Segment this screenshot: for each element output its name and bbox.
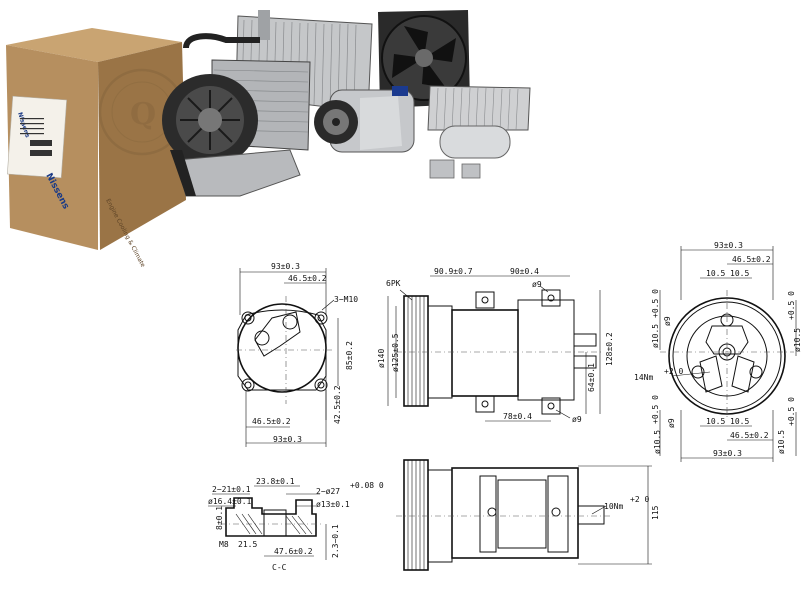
side-dim-bottom-span: 78±0.4 [503,412,532,421]
top-dim-height: 115 [651,505,660,520]
front-dim-bottom-half: 46.5±0.2 [730,431,769,440]
section-dim-top-a: 23.8±0.1 [256,477,295,486]
compressor-photo [314,86,415,153]
rear-dim-right-lower: 42.5±0.2 [333,385,342,424]
receiver-drier [429,125,511,179]
section-dim-thread-b: 21.5 [238,540,257,549]
section-dim-left-a: 2−21±0.1 [212,485,251,494]
nissens-box: Q Nissens Nissens Engine Cooling & Clima… [6,28,186,269]
section-view-drawing: 23.8±0.1 2−21±0.1 ø16.4±0.1 2−ø27 +0.08 … [208,477,384,572]
section-dim-left-b: ø16.4±0.1 [208,497,252,506]
rear-dim-right-height: 85±0.2 [345,341,354,370]
section-dim-right-b: ø13±0.1 [316,500,350,509]
front-dim-right-hole: ø10.5 [793,328,802,352]
heater-core [427,85,531,131]
section-dim-right-c: 2.3−0.1 [331,524,340,558]
top-dim-torque: 10Nm [604,502,623,511]
front-dim-bottom-pair-b: 10.5 [730,417,749,426]
product-photo: Q Nissens Nissens Engine Cooling & Clima… [6,10,531,269]
rear-view-drawing: 93±0.3 46.5±0.2 3−M10 85±0.2 42.5±0.2 46… [236,262,358,447]
front-dim-bottom-left-small: ø9 [667,418,676,428]
top-view-drawing: 10Nm +2 0 115 [396,459,660,571]
side-dim-dia-inner: ø125±0.5 [391,333,400,372]
rear-dim-thread: 3−M10 [334,295,358,304]
rear-dim-bottom-half: 46.5±0.2 [252,417,291,426]
section-dim-bottom: 47.6±0.2 [274,547,313,556]
svg-text:Q: Q [130,97,156,132]
front-dim-left-hole-small: ø9 [663,316,672,326]
side-dim-height-lower: 64±0.1 [587,363,596,392]
front-dim-bottom-left-hole: ø10.5 [653,430,662,454]
box-label [7,95,67,179]
side-dim-hole-top: ø9 [532,280,542,289]
front-dim-torque: 14Nm [634,373,653,382]
front-dim-left-hole: ø10.5 [651,324,660,348]
section-dim-left-c: 8±0.1 [215,506,224,530]
front-view-drawing: 93±0.3 46.5±0.2 10.5 10.5 ø10.5 +0.5 0 ø… [634,241,802,462]
front-dim-top-half: 46.5±0.2 [732,255,771,264]
section-dim-right-a-tol: +0.08 0 [350,481,384,490]
rear-dim-top-width: 93±0.3 [271,262,300,271]
front-dim-bottom-right-hole: ø10.5 [777,430,786,454]
side-view-drawing: 6PK 90.9±0.7 90±0.4 ø9 ø140 ø125±0.5 128… [377,267,614,424]
radiator-fan [378,10,470,108]
front-dim-top-width: 93±0.3 [714,241,743,250]
front-dim-bottom-left-tol: +0.5 0 [651,395,660,424]
rear-dim-top-half: 46.5±0.2 [288,274,327,283]
section-dim-thread: M8 [219,540,229,549]
front-dim-top-pair-b: 10.5 [730,269,749,278]
front-dim-bottom-right-tol: +0.5 0 [787,397,796,426]
side-dim-dia-outer: ø140 [377,349,386,368]
top-dim-torque-tol: +2 0 [630,495,649,504]
blower-motor [162,74,301,197]
side-dim-height-right: 128±0.2 [605,332,614,366]
front-dim-top-pair-a: 10.5 [706,269,725,278]
side-dim-hole-bottom: ø9 [572,415,582,424]
front-dim-bottom-pair-a: 10.5 [706,417,725,426]
side-dim-top-left: 90.9±0.7 [434,267,473,276]
front-dim-right-hole-tol: +0.5 0 [787,291,796,320]
front-dim-bottom-width: 93±0.3 [713,449,742,458]
section-label: C-C [272,563,287,572]
front-dim-left-hole-tol: +0.5 0 [651,289,660,318]
side-dim-top-right: 90±0.4 [510,267,539,276]
rear-dim-bottom-width: 93±0.3 [273,435,302,444]
section-dim-right-a: 2−ø27 [316,487,340,496]
side-dim-belt: 6PK [386,279,401,288]
front-dim-torque-tol: +2 0 [664,367,683,376]
